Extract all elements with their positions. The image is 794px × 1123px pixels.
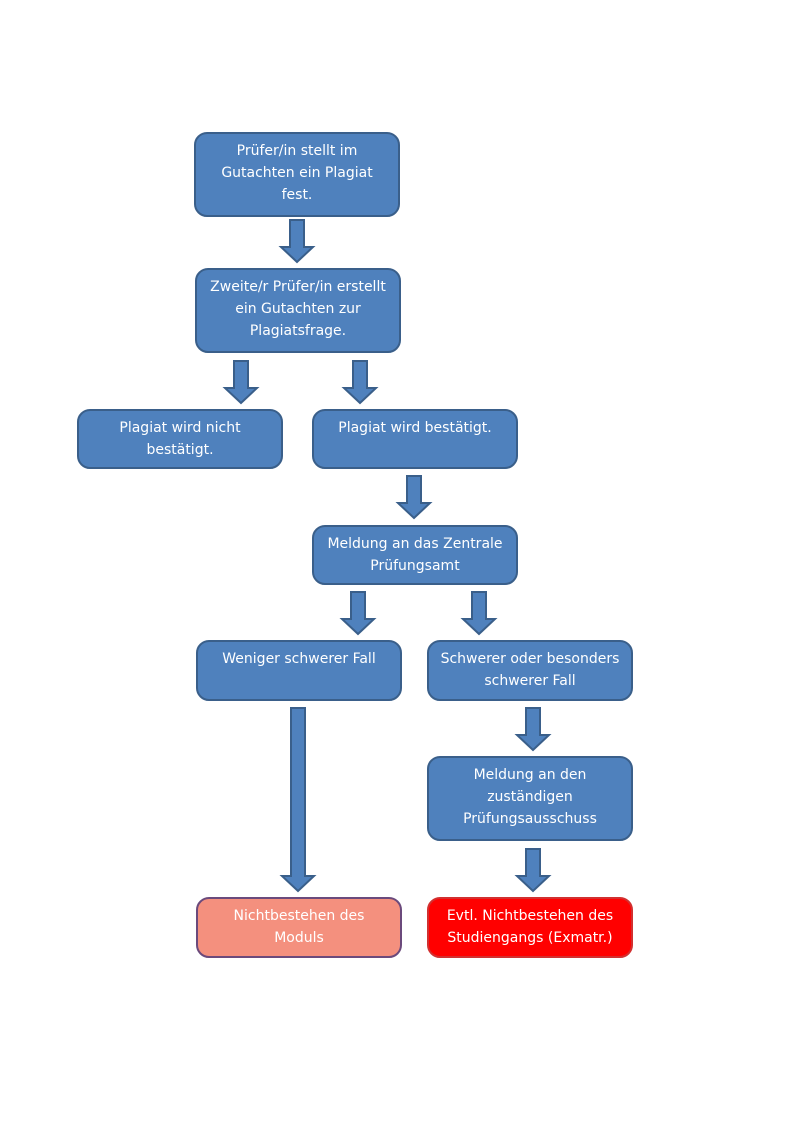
arrow-down-icon (339, 591, 377, 636)
node-label: Meldung an das Zentrale Prüfungsamt (327, 536, 503, 574)
node-label: Weniger schwerer Fall (222, 651, 376, 667)
node-report-central-exam-office: Meldung an das Zentrale Prüfungsamt (312, 525, 518, 585)
node-fail-study-program: Evtl. Nichtbestehen des Studiengangs (Ex… (427, 897, 633, 958)
node-plagiarism-confirmed: Plagiat wird bestätigt. (312, 409, 518, 469)
arrow-down-icon (341, 360, 379, 405)
node-label: Evtl. Nichtbestehen des Studiengangs (Ex… (446, 908, 614, 946)
arrow-down-icon (222, 360, 260, 405)
node-plagiarism-not-confirmed: Plagiat wird nicht bestätigt. (77, 409, 283, 469)
node-label: Prüfer/in stellt im Gutachten ein Plagia… (221, 143, 373, 203)
arrow-down-icon (278, 219, 316, 264)
arrow-down-long-icon (279, 707, 317, 893)
node-label: Schwerer oder besonders schwerer Fall (440, 651, 620, 689)
node-less-severe-case: Weniger schwerer Fall (196, 640, 402, 701)
arrow-down-icon (395, 475, 433, 520)
node-label: Zweite/r Prüfer/in erstellt ein Gutachte… (210, 279, 386, 339)
arrow-down-icon (514, 707, 552, 752)
node-label: Nichtbestehen des Moduls (233, 908, 365, 946)
arrow-down-icon (514, 848, 552, 893)
node-label: Meldung an den zuständigen Prüfungsaussc… (463, 767, 597, 827)
node-fail-module: Nichtbestehen des Moduls (196, 897, 402, 958)
node-severe-case: Schwerer oder besonders schwerer Fall (427, 640, 633, 701)
node-label: Plagiat wird bestätigt. (338, 420, 492, 436)
node-label: Plagiat wird nicht bestätigt. (119, 420, 241, 458)
node-report-exam-committee: Meldung an den zuständigen Prüfungsaussc… (427, 756, 633, 841)
node-second-examiner-report: Zweite/r Prüfer/in erstellt ein Gutachte… (195, 268, 401, 353)
arrow-down-icon (460, 591, 498, 636)
node-examiner-finds-plagiarism: Prüfer/in stellt im Gutachten ein Plagia… (194, 132, 400, 217)
